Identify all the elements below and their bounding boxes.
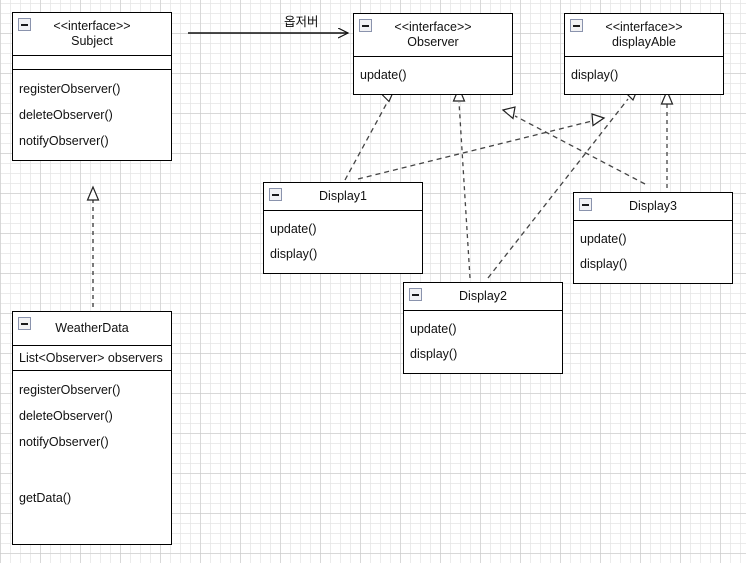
class-header-display3: Display3 [574,193,732,221]
class-name: displayAble [612,35,676,49]
minus-icon[interactable] [570,19,583,32]
class-operations-displayable: display() [565,57,723,94]
relation-display1-displayable [357,113,606,180]
attribute-item: List<Observer> observers [19,351,163,365]
relation-weatherdata-subject [86,185,100,307]
class-box-subject[interactable]: <<interface>> Subject registerObserver()… [12,12,172,161]
class-stereotype: <<interface>> [53,19,131,33]
operation-item: update() [580,232,627,246]
operation-item: display() [571,68,619,82]
relation-display3-displayable [660,89,674,188]
class-header-observer: <<interface>> Observer [354,14,512,57]
class-operations-display2: update() display() [404,311,562,373]
operation-item: update() [410,322,457,336]
class-header-display2: Display2 [404,283,562,311]
operation-item: display() [410,347,458,361]
class-header-displayable: <<interface>> displayAble [565,14,723,57]
relation-label-observer: 옵저버 [284,15,319,29]
class-box-displayable[interactable]: <<interface>> displayAble display() [564,13,724,95]
minus-icon[interactable] [579,198,592,211]
relation-display3-observer [501,106,646,185]
operation-item: notifyObserver() [19,134,109,148]
minus-icon[interactable] [359,19,372,32]
minus-icon[interactable] [18,18,31,31]
class-attributes-weatherdata: List<Observer> observers [13,346,171,371]
class-operations-display3: update() display() [574,221,732,283]
operation-item: notifyObserver() [19,435,109,449]
class-box-display2[interactable]: Display2 update() display() [403,282,563,374]
class-box-display1[interactable]: Display1 update() display() [263,182,423,274]
class-name: Display1 [319,189,367,203]
operation-item: registerObserver() [19,82,121,96]
class-operations-display1: update() display() [264,211,422,273]
class-header-display1: Display1 [264,183,422,211]
class-name: Display3 [629,199,677,213]
class-box-observer[interactable]: <<interface>> Observer update() [353,13,513,95]
operation-item: deleteObserver() [19,409,113,423]
minus-icon[interactable] [18,317,31,330]
class-attributes-subject [13,56,171,70]
class-operations-weatherdata: registerObserver() deleteObserver() noti… [13,371,171,517]
class-name: Display2 [459,289,507,303]
class-operations-observer: update() [354,57,512,94]
relation-display1-observer [344,88,396,181]
operation-item: display() [270,247,318,261]
minus-icon[interactable] [409,288,422,301]
class-operations-subject: registerObserver() deleteObserver() noti… [13,70,171,160]
operation-item: display() [580,257,628,271]
operation-item: registerObserver() [19,383,121,397]
operation-item: getData() [19,491,72,505]
class-box-weatherdata[interactable]: WeatherData List<Observer> observers reg… [12,311,172,545]
class-header-subject: <<interface>> Subject [13,13,171,56]
class-stereotype: <<interface>> [605,20,683,34]
class-box-display3[interactable]: Display3 update() display() [573,192,733,284]
relation-display2-observer [452,86,471,279]
operation-item: update() [360,68,407,82]
operation-item: deleteObserver() [19,108,113,122]
operation-item: update() [270,222,317,236]
class-name: WeatherData [55,321,129,335]
class-header-weatherdata: WeatherData [13,312,171,346]
minus-icon[interactable] [269,188,282,201]
class-name: Subject [71,34,113,48]
class-name: Observer [407,35,459,49]
class-stereotype: <<interface>> [394,20,472,34]
